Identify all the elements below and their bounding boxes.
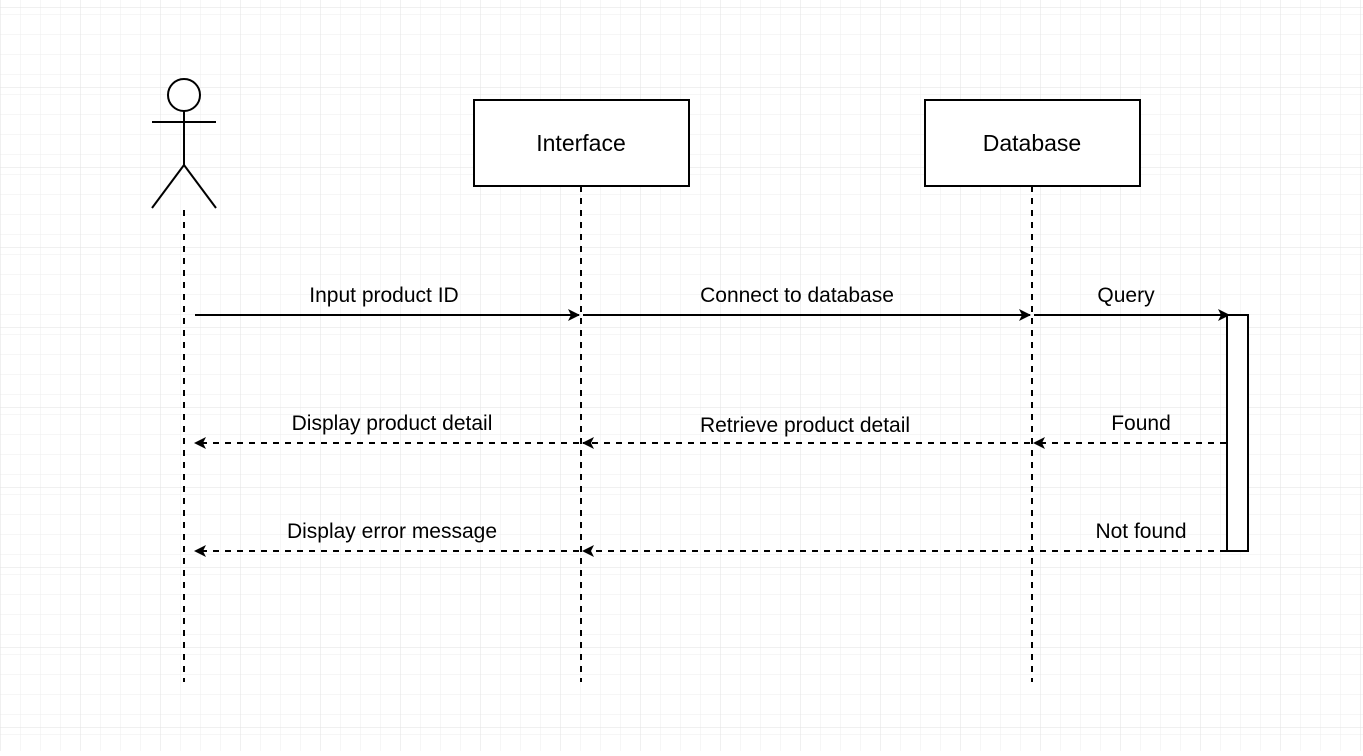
message-found[interactable]: Found bbox=[1033, 412, 1226, 449]
actor-right-leg bbox=[183, 164, 217, 209]
connect-to-database-label: Connect to database bbox=[700, 284, 894, 307]
activation-bar[interactable] bbox=[1226, 314, 1249, 552]
message-display-product-detail[interactable]: Display product detail bbox=[194, 412, 579, 449]
actor-figure[interactable] bbox=[151, 78, 217, 209]
found-label: Found bbox=[1111, 412, 1171, 435]
participant-interface[interactable]: Interface bbox=[473, 99, 690, 187]
participant-database[interactable]: Database bbox=[924, 99, 1141, 187]
input-product-id-label: Input product ID bbox=[309, 284, 458, 307]
actor-left-leg bbox=[151, 164, 185, 209]
database-box bbox=[924, 99, 1141, 187]
database-label: Database bbox=[983, 130, 1081, 156]
message-not-found[interactable]: Not found bbox=[582, 520, 1226, 557]
message-retrieve-product-detail[interactable]: Retrieve product detail bbox=[582, 414, 1030, 449]
message-query[interactable]: Query bbox=[1034, 284, 1230, 321]
message-input-product-id[interactable]: Input product ID bbox=[195, 284, 580, 321]
not-found-label: Not found bbox=[1095, 520, 1186, 543]
interface-box bbox=[473, 99, 690, 187]
display-error-message-label: Display error message bbox=[287, 520, 497, 543]
display-product-detail-label: Display product detail bbox=[292, 412, 493, 435]
message-display-error-message[interactable]: Display error message bbox=[194, 520, 579, 557]
message-connect-to-database[interactable]: Connect to database bbox=[583, 284, 1031, 321]
interface-label: Interface bbox=[536, 130, 626, 156]
query-label: Query bbox=[1097, 284, 1155, 307]
actor-head bbox=[167, 78, 201, 112]
retrieve-product-detail-label: Retrieve product detail bbox=[700, 414, 910, 437]
